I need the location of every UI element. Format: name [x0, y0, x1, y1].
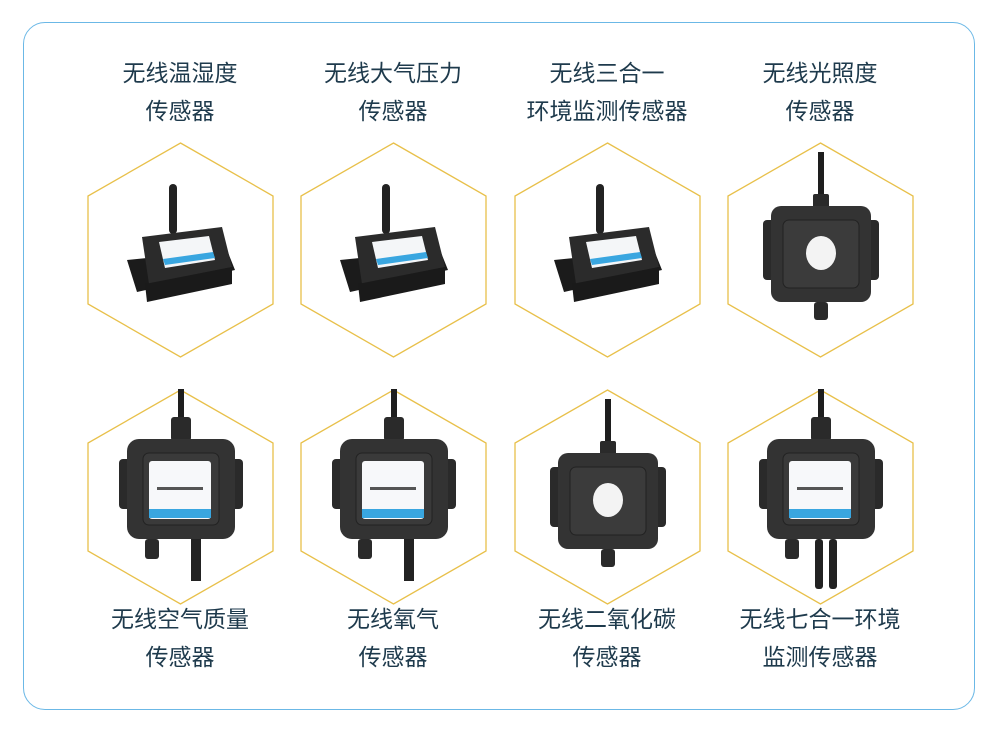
product-title-line2: 传感器	[145, 645, 215, 671]
hexagon-outline	[300, 389, 487, 605]
product-title: 无线三合一 环境监测传感器	[500, 55, 714, 131]
product-title-line1: 无线大气压力	[324, 61, 462, 87]
product-title-line1: 无线温湿度	[122, 61, 238, 87]
sensor-device-image	[332, 389, 456, 581]
sensor-device-image	[763, 152, 879, 320]
sensor-device-image	[340, 184, 448, 302]
product-image	[514, 389, 701, 605]
product-title: 无线光照度 传感器	[713, 55, 927, 131]
hexagon-outline	[87, 389, 274, 605]
product-title: 无线温湿度 传感器	[73, 55, 287, 131]
product-title-line2: 传感器	[145, 99, 215, 125]
product-title-line2: 监测传感器	[762, 645, 878, 671]
product-title-line1: 无线三合一	[549, 61, 665, 87]
product-title-line2: 传感器	[785, 99, 855, 125]
product-title-line2: 环境监测传感器	[526, 99, 688, 125]
product-image	[727, 389, 914, 605]
product-title: 无线七合一环境 监测传感器	[713, 601, 927, 677]
content-frame	[23, 22, 975, 710]
product-title-line1: 无线光照度	[762, 61, 878, 87]
product-title: 无线空气质量 传感器	[73, 601, 287, 677]
product-title: 无线大气压力 传感器	[286, 55, 500, 131]
product-image	[727, 142, 914, 358]
hexagon-outline	[514, 389, 701, 605]
product-image	[87, 142, 274, 358]
sensor-device-image	[554, 184, 662, 302]
product-title-line1: 无线七合一环境	[739, 607, 901, 633]
hexagon-outline	[727, 142, 914, 358]
sensor-device-image	[127, 184, 235, 302]
product-title: 无线氧气 传感器	[286, 601, 500, 677]
product-image	[300, 142, 487, 358]
hexagon-outline	[514, 142, 701, 358]
product-image	[300, 389, 487, 605]
product-title-line1: 无线空气质量	[111, 607, 249, 633]
product-title: 无线二氧化碳 传感器	[500, 601, 714, 677]
sensor-device-image	[759, 389, 883, 589]
product-title-line1: 无线二氧化碳	[538, 607, 676, 633]
product-image	[87, 389, 274, 605]
product-title-line2: 传感器	[358, 645, 428, 671]
hexagon-outline	[87, 142, 274, 358]
hexagon-outline	[727, 389, 914, 605]
product-title-line2: 传感器	[572, 645, 642, 671]
product-title-line1: 无线氧气	[347, 607, 439, 633]
product-image	[514, 142, 701, 358]
hexagon-outline	[300, 142, 487, 358]
sensor-device-image	[550, 399, 666, 567]
product-title-line2: 传感器	[358, 99, 428, 125]
sensor-device-image	[119, 389, 243, 581]
